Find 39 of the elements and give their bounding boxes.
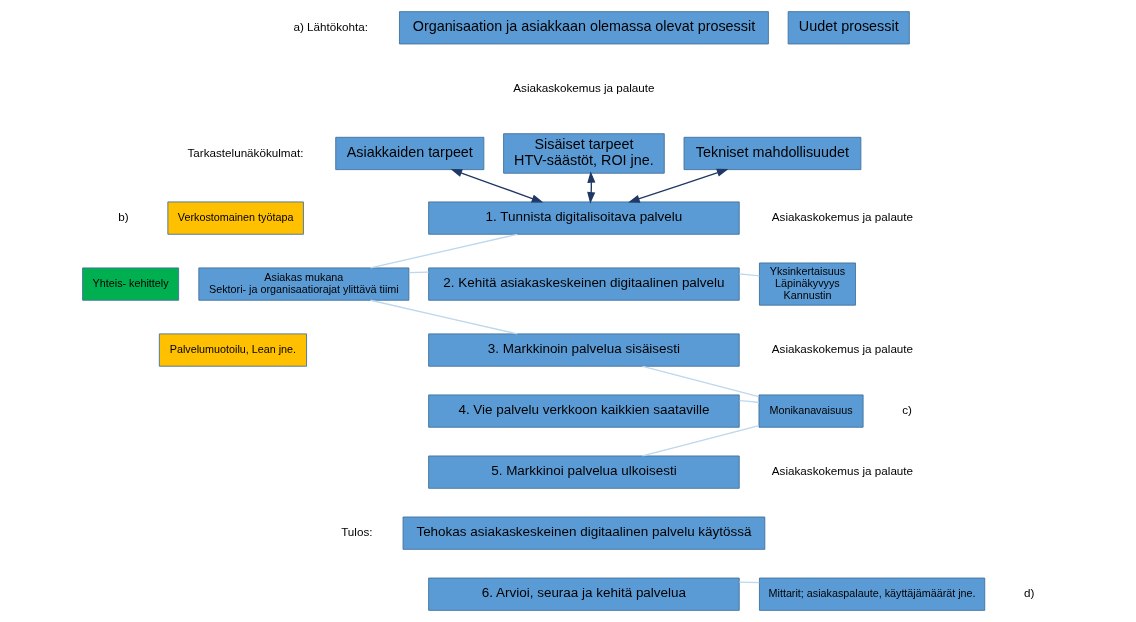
node-box: Yhteis- kehittely [82, 267, 180, 301]
connector [641, 424, 760, 457]
connector [408, 271, 430, 274]
label: Asiakaskokemus ja palaute [513, 80, 655, 94]
connector [738, 399, 760, 404]
label: Asiakaskokemus ja palaute [771, 342, 914, 356]
node-box: 1. Tunnista digitalisoitava palvelu [428, 201, 740, 235]
node-box: 3. Markkinoin palvelua sisäisesti [428, 333, 740, 367]
node-box: Asiakkaiden tarpeet [335, 136, 485, 171]
node-box: 5. Markkinoi palvelua ulkoisesti [428, 455, 740, 489]
connector [369, 233, 518, 269]
node-box: 4. Vie palvelu verkkoon kaikkien saataville [428, 394, 740, 428]
label: a) Lähtökohta: [293, 19, 369, 33]
connector [738, 581, 760, 584]
node-box: 2. Kehitä asiakaskeskeinen digitaalinen palvelu [428, 267, 740, 301]
node-box: 6. Arvioi, seuraa ja kehitä palvelua [428, 577, 740, 611]
node-box: Verkostomainen työtapa [167, 201, 304, 235]
connector [369, 299, 518, 335]
node-box: Tehokas asiakaskeskeinen digitaalinen palvelu käytössä [402, 516, 766, 550]
label: b) [118, 210, 129, 224]
node-box: Monikanavaisuus [758, 394, 864, 428]
arrow [628, 168, 729, 203]
node-box: Mittarit; asiakaspalaute, käyttäjämäärät jne. [758, 577, 986, 611]
label: Asiakaskokemus ja palaute [771, 210, 914, 224]
connector [642, 365, 760, 398]
node-box: Organisaation ja asiakkaan olemassa olevat prosessit [399, 11, 769, 45]
arrow [450, 169, 544, 203]
label: d) [1023, 586, 1035, 600]
node-box: Palvelumuotoilu, Lean jne. [158, 333, 307, 367]
node-box: Sisäiset tarpeet HTV-säästöt, ROI jne. [503, 133, 665, 174]
node-box: Uudet prosessit [787, 11, 910, 45]
label: Tulos: [341, 525, 373, 539]
node-box: Asiakas mukana Sektori- ja organisaatiorajat ylittävä tiimi [198, 267, 410, 301]
label: c) [902, 403, 912, 417]
label: Tarkastelunäkökulmat: [187, 145, 304, 159]
node-box: Tekniset mahdollisuudet [683, 136, 862, 171]
label: Asiakaskokemus ja palaute [771, 464, 914, 478]
connector [738, 273, 760, 277]
node-box: Yksinkertaisuus Läpinäkyvyys Kannustin [758, 262, 856, 306]
